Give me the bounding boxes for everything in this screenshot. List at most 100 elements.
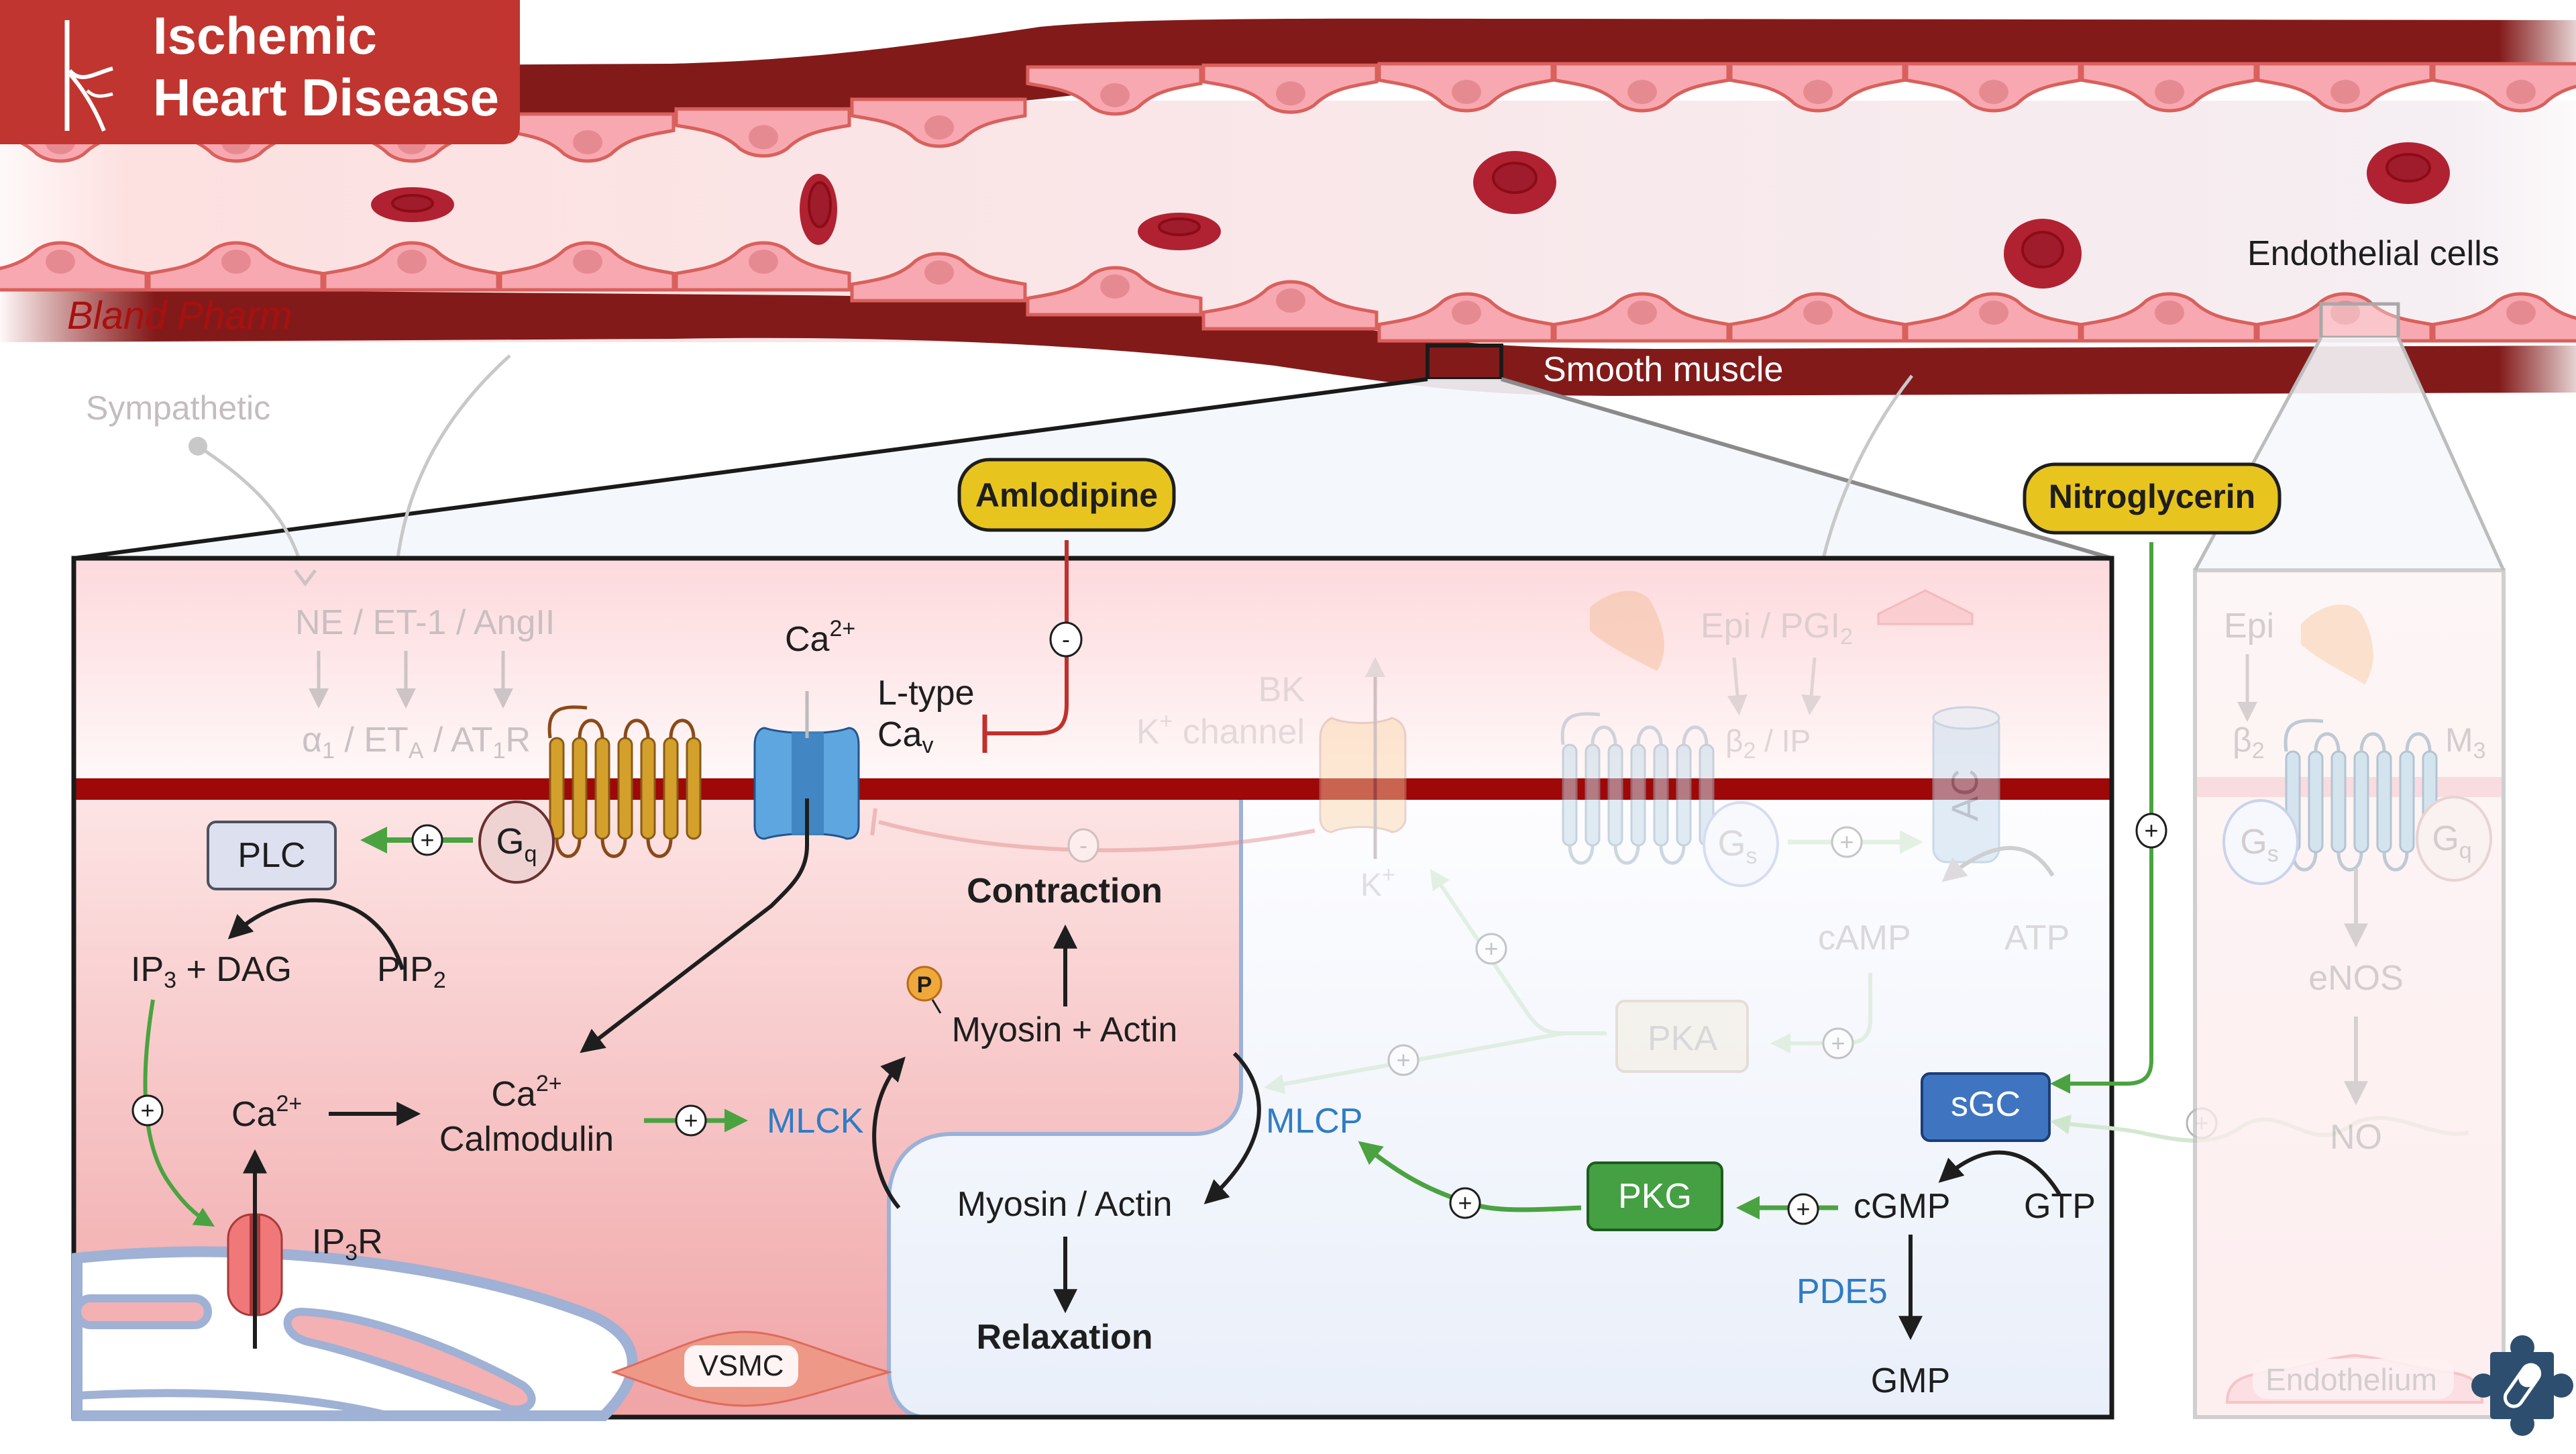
gtp-label: GTP	[2024, 1187, 2096, 1226]
pka-box	[1615, 1000, 1749, 1073]
svg-text:+: +	[1458, 1189, 1472, 1216]
contraction-label: Contraction	[967, 872, 1163, 911]
gs-receptor-icon	[1560, 712, 1715, 865]
svg-text:+: +	[1796, 1195, 1810, 1223]
ac-label: AC	[1943, 769, 1986, 821]
svg-text:+: +	[2144, 817, 2158, 844]
endothelial-cell-icon: Endothelium	[2225, 1353, 2484, 1404]
mlcp-label: MLCP	[1266, 1102, 1362, 1141]
ip3-dag-label: IP3 + DAG	[131, 950, 292, 993]
gs-protein-icon	[1703, 801, 1779, 887]
pka-label: PKA	[1648, 1019, 1717, 1058]
endo-b2-label: β2	[2233, 721, 2265, 764]
bk-label-line2: K+ channel	[1136, 709, 1305, 751]
pip2-label: PIP2	[377, 950, 446, 993]
ca-calmodulin-label-line1: Ca2+	[491, 1071, 561, 1114]
svg-text:P: P	[917, 972, 932, 998]
gq-agonists: NE / ET-1 / AngII α1 / ETA / AT1R	[294, 569, 555, 764]
title-banner: Ischemic Heart Disease	[0, 0, 520, 144]
endothelium-panel: Epi β2 M3 Gs Gq eNOS NO Endothelium	[2193, 568, 2506, 1419]
endothelial-cell	[2432, 62, 2576, 113]
relaxation-label: Relaxation	[977, 1318, 1153, 1357]
adrenal-gland-icon	[1590, 590, 1664, 671]
gq-protein: Gq	[478, 800, 555, 884]
vsmc-label: VSMC	[698, 1349, 784, 1382]
vsmc-panel-border	[71, 556, 2114, 1420]
external-inputs: Sympathetic	[86, 354, 1913, 588]
red-blood-cell	[800, 174, 837, 245]
sympathetic-label: Sympathetic	[86, 389, 270, 427]
l-type-label-line1: L-type	[877, 674, 975, 713]
bk-channel-group: BK K+ channel K+ -	[870, 657, 1407, 903]
camp-label: cAMP	[1818, 919, 1911, 957]
red-blood-cell	[2004, 219, 2082, 289]
plc-label: PLC	[237, 836, 305, 875]
endothelial-cell-row-bottom	[0, 241, 2576, 343]
plus-badge: +	[411, 824, 443, 856]
svg-text:+: +	[684, 1106, 698, 1134]
epi-pgi2-label: Epi / PGI2	[1701, 607, 1853, 650]
ca-influx-arrow	[580, 798, 809, 1053]
svg-text:-: -	[1062, 625, 1070, 653]
nitroglycerin-badge[interactable]: Nitroglycerin	[2023, 462, 2282, 535]
smooth-muscle-label: Smooth muscle	[1543, 350, 1783, 389]
sgc-enzyme: sGC	[1921, 1072, 2051, 1142]
endo-gs-icon	[2222, 799, 2299, 885]
nitroglycerin-to-sgc-arrow	[2050, 542, 2153, 1094]
red-blood-cell	[2367, 142, 2450, 204]
adenylyl-cyclase-icon: AC	[1932, 706, 2000, 864]
pkg-label: PKG	[1618, 1177, 1692, 1216]
vsmc-panel: VSMC NE / ET-1 / AngII α1 / ETA / AT1R G…	[71, 458, 2469, 1421]
plus-badge: +	[1475, 933, 1507, 965]
vsmc-cell-icon: VSMC	[610, 1331, 893, 1407]
endo-m3-label: M3	[2445, 721, 2486, 764]
nitroglycerin-label: Nitroglycerin	[2049, 478, 2255, 515]
plus-badge: +	[1831, 826, 1863, 858]
gmp-label: GMP	[1871, 1361, 1950, 1400]
svg-text:+: +	[420, 826, 434, 853]
endothelial-cell-icon	[1877, 589, 1974, 625]
red-blood-cell	[1473, 151, 1556, 214]
plus-badge: +	[1787, 1193, 1819, 1225]
svg-text:+: +	[1839, 828, 1854, 855]
plus-badge: +	[1449, 1187, 1481, 1219]
endo-gq-label: Gq	[2432, 819, 2471, 864]
blood-vessel: Bland Pharm Smooth muscle Endothelial ce…	[0, 18, 2576, 396]
b2-ip-label: β2 / IP	[1725, 723, 1811, 764]
endo-gq-icon	[2416, 796, 2492, 882]
plus-badge: +	[1822, 1027, 1854, 1059]
svg-text:+: +	[1396, 1046, 1410, 1074]
endo-epi-label: Epi	[2224, 607, 2274, 645]
endo-gs-label: Gs	[2240, 823, 2278, 867]
gs-label: Gs	[1717, 823, 1757, 869]
gtp-to-cgmp-arrow	[1938, 1150, 2061, 1196]
dephosphorylation-arrow	[1203, 1051, 1261, 1204]
minus-badge: -	[1049, 621, 1083, 658]
red-blood-cell	[1138, 213, 1221, 250]
bk-label-line1: BK	[1258, 670, 1305, 709]
minus-badge: -	[1067, 828, 1099, 863]
vessel-branch-icon	[64, 20, 113, 132]
agonists-label: NE / ET-1 / AngII	[295, 603, 555, 642]
bk-channel-icon	[1319, 717, 1407, 833]
cgmp-label: cGMP	[1854, 1187, 1950, 1226]
gs-pathway-group: Epi / PGI2 β2 / IP Gs + AC cAMP ATP + PK…	[1264, 589, 2070, 1094]
plc-enzyme: PLC	[207, 821, 337, 890]
svg-text:-: -	[1079, 831, 1087, 859]
sgc-label: sGC	[1951, 1085, 2021, 1124]
potassium-label: K+	[1360, 862, 1395, 903]
atp-label: ATP	[2004, 919, 2070, 957]
svg-text:+: +	[140, 1096, 154, 1124]
plus-badge: +	[1387, 1044, 1419, 1076]
plus-badge: +	[2135, 813, 2167, 849]
phosphorylation-arrow	[872, 1056, 906, 1209]
adrenal-gland-icon	[2301, 604, 2373, 684]
l-type-label-line2: Cav	[877, 715, 933, 758]
amlodipine-inhibition-line	[986, 540, 1069, 735]
extracellular-calcium-label: Ca2+	[785, 616, 855, 659]
pip2-to-ip3-arrow	[227, 898, 405, 970]
svg-text:+: +	[1484, 935, 1498, 962]
amlodipine-badge[interactable]: Amlodipine	[957, 458, 1176, 532]
cytosolic-calcium-label: Ca2+	[231, 1091, 302, 1134]
